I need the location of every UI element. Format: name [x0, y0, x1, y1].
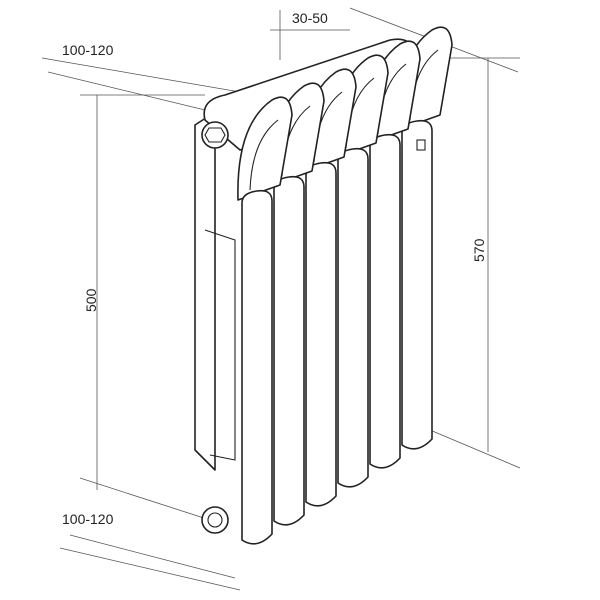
radiator-section: [237, 96, 293, 545]
radiator-section: [365, 40, 421, 469]
dimension-lines: [41, 7, 521, 591]
bottom-inlet-cap: [201, 506, 229, 534]
top-inlet-cap: [201, 121, 229, 149]
radiator-section: [301, 68, 357, 507]
axis-distance-label: 500: [83, 288, 99, 312]
total-height-label: 570: [471, 238, 487, 262]
depth-top-label: 100-120: [62, 42, 114, 58]
brand-badge: [416, 139, 426, 151]
section-width-label: 30-50: [292, 10, 328, 26]
depth-bottom-label: 100-120: [62, 511, 114, 527]
radiator: [194, 26, 453, 545]
